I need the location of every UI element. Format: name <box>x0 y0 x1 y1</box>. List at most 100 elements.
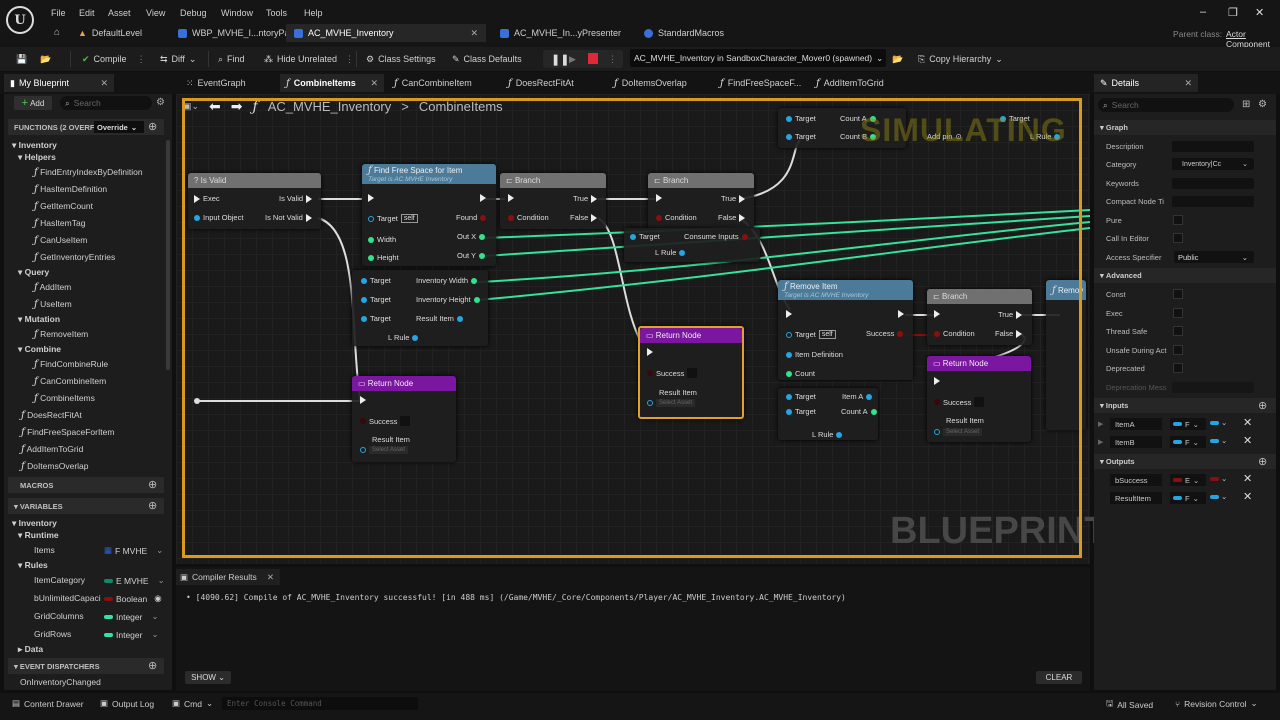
pin-width[interactable]: Width <box>368 235 396 244</box>
pin-is-not-valid[interactable]: Is Not Valid <box>265 213 312 222</box>
function-item[interactable]: ƒ FindEntryIndexByDefinition <box>34 167 143 178</box>
thread-safe-checkbox[interactable] <box>1173 326 1183 336</box>
input-container-type[interactable]: ⌄ <box>1210 418 1227 427</box>
pin-height[interactable]: Height <box>368 253 399 262</box>
variables-section-header[interactable]: ▾ VARIABLES <box>8 498 164 514</box>
output-container-type[interactable]: ⌄ <box>1210 492 1227 501</box>
compact-node-title-input[interactable] <box>1172 196 1254 207</box>
var-category-runtime[interactable]: ▾ Runtime <box>18 530 59 540</box>
pin-out-x[interactable]: Out X <box>457 232 486 241</box>
save-icon[interactable]: 💾 <box>16 53 28 64</box>
input-container-type[interactable]: ⌄ <box>1210 436 1227 445</box>
output-container-type[interactable]: ⌄ <box>1210 474 1227 483</box>
pin-success[interactable]: Success <box>866 329 904 338</box>
menu-file[interactable]: File <box>51 8 66 18</box>
hide-unrelated-button[interactable]: ⁂Hide Unrelated⋮ <box>264 53 355 65</box>
function-item[interactable]: ƒ FindCombineRule <box>34 359 109 370</box>
close-tab-icon[interactable]: ✕ <box>370 77 378 88</box>
pin-exec-in[interactable] <box>647 348 653 356</box>
outputs-section-header[interactable]: ▾ Outputs <box>1094 454 1276 469</box>
close-tab-icon[interactable]: ✕ <box>1184 77 1192 88</box>
parent-class-link[interactable]: Actor Component <box>1226 29 1270 49</box>
pin-exec-in[interactable] <box>934 377 940 385</box>
add-pin-button[interactable]: Add pin⊙ <box>927 132 962 141</box>
tab-eventgraph[interactable]: ⁙EventGraph <box>186 77 246 89</box>
diff-button[interactable]: ⇆Diff⌄ <box>160 53 197 65</box>
output-param-type[interactable]: F⌄ <box>1170 492 1206 504</box>
var-category-inventory[interactable]: ▾ Inventory <box>12 518 57 528</box>
pin-true[interactable]: True <box>573 194 598 203</box>
category-inventory[interactable]: ▾ Inventory <box>12 140 57 150</box>
more-options-icon[interactable]: ⋮ <box>345 53 355 64</box>
function-item[interactable]: ƒ FindFreeSpaceForItem <box>21 427 115 438</box>
macros-section-header[interactable]: MACROS <box>8 477 164 493</box>
menu-debug[interactable]: Debug <box>180 8 207 18</box>
pin-condition[interactable]: Condition <box>508 213 549 222</box>
expand-icon[interactable]: ▶ <box>1098 439 1104 446</box>
pin-out-y[interactable]: Out Y <box>457 251 486 260</box>
tab-details[interactable]: ✎Details✕ <box>1094 74 1198 92</box>
function-item[interactable]: ƒ CombineItems <box>34 393 95 404</box>
variable-item[interactable]: GridRows <box>34 629 72 639</box>
pin-true[interactable]: True <box>721 194 746 203</box>
item-getter-stack[interactable] <box>778 388 878 440</box>
class-settings-button[interactable]: ⚙Class Settings <box>366 53 436 65</box>
category-combine[interactable]: ▾ Combine <box>18 344 62 354</box>
function-item[interactable]: ƒ DoItemsOverlap <box>21 461 89 472</box>
output-param-name[interactable]: ResultItem <box>1110 492 1162 504</box>
access-specifier-dropdown[interactable]: Public⌄ <box>1174 251 1254 263</box>
keywords-input[interactable] <box>1172 178 1254 189</box>
pin-inventory-width[interactable]: Inventory Width <box>416 276 478 285</box>
pin-success[interactable]: Success <box>360 416 411 426</box>
pin-success[interactable]: Success <box>934 397 985 407</box>
function-item[interactable]: ƒ AddItem <box>34 282 72 293</box>
home-icon[interactable]: ⌂ <box>54 27 61 38</box>
success-checkbox[interactable] <box>974 397 985 407</box>
menu-asset[interactable]: Asset <box>108 8 131 18</box>
var-category-rules[interactable]: ▾ Rules <box>18 560 48 570</box>
copy-hierarchy-button[interactable]: ⎘Copy Hierarchy⌄ <box>918 53 1003 65</box>
output-param-name[interactable]: bSuccess <box>1110 474 1162 486</box>
close-tab-icon[interactable]: ✕ <box>470 27 478 38</box>
compile-options-icon[interactable]: ⋮ <box>136 53 146 64</box>
pin-count-b[interactable]: Count B <box>840 132 877 141</box>
function-item[interactable]: ƒ HasItemTag <box>34 218 86 229</box>
function-item[interactable]: ƒ GetItemCount <box>34 201 93 212</box>
close-tab-icon[interactable]: ✕ <box>100 77 108 88</box>
pin-count[interactable]: Count <box>786 369 815 378</box>
pin-true[interactable]: True <box>998 310 1023 319</box>
details-search-input[interactable]: ⌕Search <box>1098 98 1234 112</box>
branch-node[interactable]: ⊏ Branch <box>927 289 1032 345</box>
pin-exec-out[interactable] <box>480 194 486 202</box>
pin-target[interactable]: Target <box>630 232 660 241</box>
pin-result-item[interactable]: Select Asset <box>647 399 696 407</box>
variable-item[interactable]: bUnlimitedCapaci <box>34 593 101 603</box>
scrollbar[interactable] <box>166 140 170 370</box>
unsafe-during-actor-checkbox[interactable] <box>1173 345 1183 355</box>
close-window-icon[interactable]: ✕ <box>1255 7 1265 19</box>
unreal-logo-icon[interactable]: U <box>6 6 34 34</box>
variable-type[interactable]: ▦F MVHE⌄ <box>104 545 164 556</box>
add-output-icon[interactable]: ⊕ <box>1258 456 1268 468</box>
pin-result-item[interactable]: Select Asset <box>360 446 409 454</box>
dispatcher-item[interactable]: OnInventoryChanged <box>20 677 101 687</box>
minimize-icon[interactable]: – <box>1200 6 1207 18</box>
override-dropdown[interactable]: Override⌄ <box>94 121 144 133</box>
function-item[interactable]: ƒ RemoveItem <box>34 329 89 340</box>
pin-target[interactable]: Target <box>786 114 816 123</box>
pin-exec-in[interactable]: Exec <box>194 194 220 203</box>
add-button[interactable]: +Add <box>14 96 52 110</box>
menu-tools[interactable]: Tools <box>266 8 288 18</box>
add-function-icon[interactable]: ⊕ <box>148 121 158 133</box>
doc-tab-wbp-inventory-panel[interactable]: WBP_MVHE_I...ntoryPanel <box>170 24 310 42</box>
const-checkbox[interactable] <box>1173 289 1183 299</box>
pin-exec-in[interactable] <box>786 310 792 318</box>
pin-found[interactable]: Found <box>456 213 487 222</box>
input-param-type[interactable]: F⌄ <box>1170 436 1206 448</box>
advanced-section-header[interactable]: ▾ Advanced <box>1094 268 1276 283</box>
